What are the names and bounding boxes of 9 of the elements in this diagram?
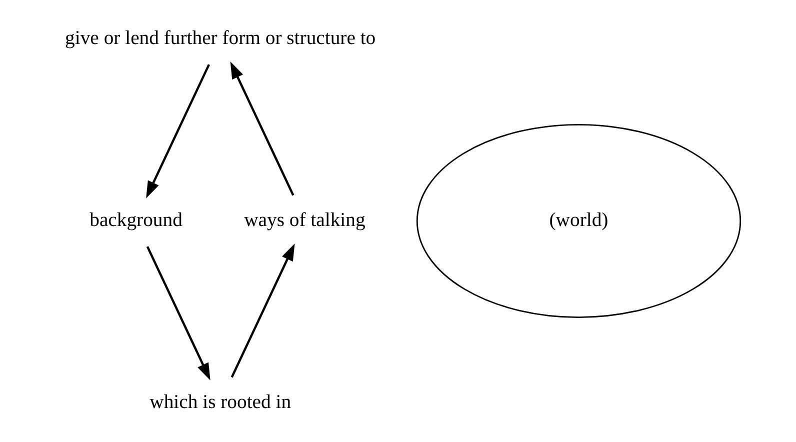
node-text: give or lend further form or structure to [64,27,376,50]
arrow [146,246,210,380]
node-text: background [89,209,182,232]
arrow [230,244,294,378]
node-text: ways of talking [244,209,365,232]
arrow [146,64,210,198]
node-text: which is rooted in [149,391,291,414]
node-ellipse: (world) [416,124,741,318]
arrow [230,61,294,196]
